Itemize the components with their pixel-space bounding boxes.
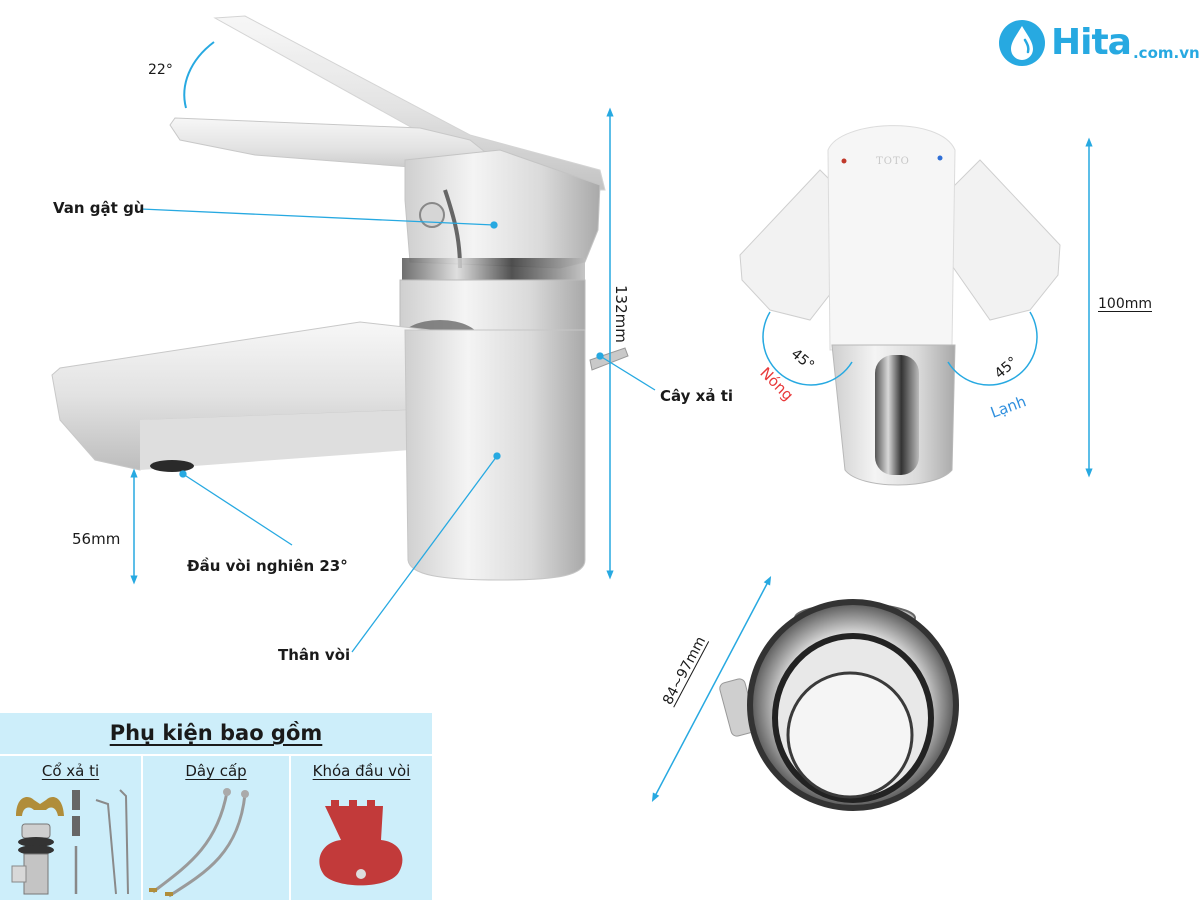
toto-brand-mark: TOTO xyxy=(876,156,910,167)
dimension-line-drain xyxy=(651,576,772,802)
angle-arc-hot xyxy=(762,311,853,386)
handle-angle-label: 22° xyxy=(148,62,173,78)
brand-name: Hita xyxy=(1051,22,1132,63)
accessories-title: Phụ kiện bao gồm xyxy=(109,721,323,745)
callout-lines xyxy=(140,208,656,653)
callout-valve: Van gật gù xyxy=(53,199,145,217)
callout-body: Thân vòi xyxy=(278,646,351,664)
drain-parts-icon xyxy=(11,789,129,895)
angle-arc-cold xyxy=(947,311,1038,386)
spout-height-label: 56mm xyxy=(72,530,121,548)
water-drop-icon xyxy=(999,20,1045,66)
total-height-label: 132mm xyxy=(612,285,630,343)
brand-tld: .com.vn xyxy=(1132,44,1200,62)
accessory-drain-neck: Cổ xả ti xyxy=(0,756,141,900)
faucet-side-view xyxy=(51,15,629,581)
accessory-label: Khóa đầu vòi xyxy=(312,762,411,780)
accessory-aerator-key: Khóa đầu vòi xyxy=(291,756,432,900)
accessories-separator xyxy=(141,756,143,900)
accessories-separator xyxy=(289,756,291,900)
faucet-top-view xyxy=(739,125,1061,486)
brand-logo: Hita .com.vn xyxy=(997,18,1200,68)
top-height-label: 100mm xyxy=(1098,296,1152,312)
accessory-supply-hose: Dây cấp xyxy=(143,756,289,900)
callout-drain-rod: Cây xả ti xyxy=(660,387,734,405)
accessories-divider xyxy=(0,754,432,756)
accessories-panel: Phụ kiện bao gồm Cổ xả ti Dây cấp xyxy=(0,713,432,900)
angle-arc-22 xyxy=(183,41,215,109)
drain-photo xyxy=(719,599,959,811)
supply-hose-icon xyxy=(149,788,249,898)
accessory-label: Dây cấp xyxy=(185,762,247,780)
accessory-label: Cổ xả ti xyxy=(41,762,100,780)
aerator-key-icon xyxy=(319,800,403,886)
callout-aerator: Đầu vòi nghiên 23° xyxy=(187,557,348,575)
